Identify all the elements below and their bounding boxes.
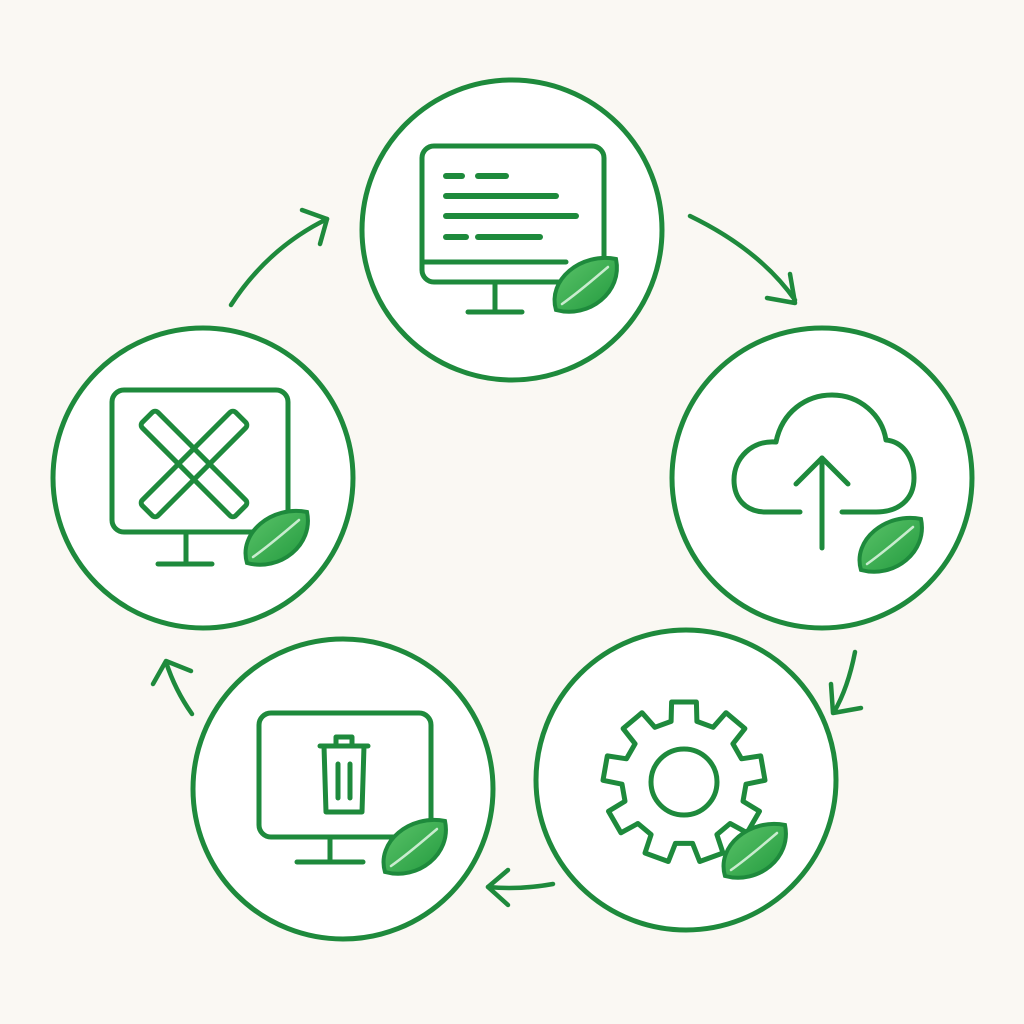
cloud-upload-icon	[731, 392, 917, 551]
arrow-decommission-to-develop	[228, 207, 330, 308]
monitor-trash-icon	[256, 710, 434, 865]
stage-deploy	[669, 325, 975, 631]
stage-dispose	[190, 636, 496, 942]
stage-operate	[533, 627, 839, 933]
crossed-tools-icon	[138, 408, 250, 520]
cycle-arrows	[150, 207, 864, 908]
monitor-tools-icon	[109, 387, 291, 567]
arrow-operate-to-dispose	[485, 867, 556, 908]
monitor-code-icon	[419, 143, 607, 315]
arrow-develop-to-deploy	[687, 213, 798, 306]
arrow-deploy-to-operate	[828, 649, 864, 716]
arrow-dispose-to-decommission	[150, 658, 195, 717]
gear-icon	[600, 699, 768, 864]
stage-develop	[359, 77, 665, 383]
trash-icon	[317, 734, 371, 815]
stage-decommission	[50, 325, 356, 631]
